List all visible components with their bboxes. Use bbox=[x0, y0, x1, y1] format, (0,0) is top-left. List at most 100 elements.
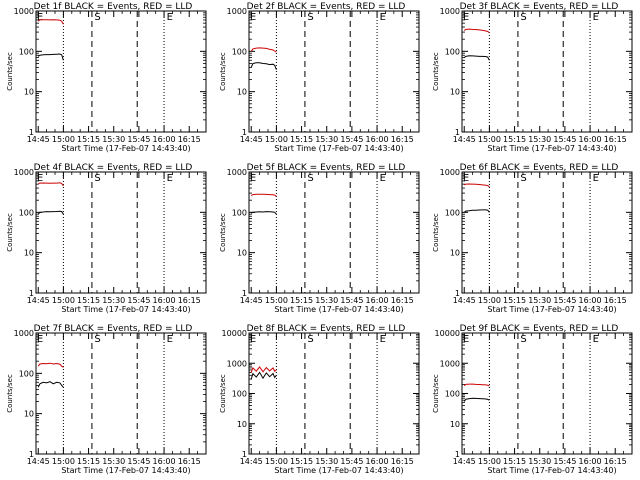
y-axis-label: Counts/sec bbox=[219, 52, 227, 91]
events-series-line bbox=[250, 62, 277, 70]
plot-title: Det 2f BLACK = Events, RED = LLD bbox=[247, 2, 406, 12]
x-axis-label: Start Time (17-Feb-07 14:43:40) bbox=[274, 305, 403, 314]
x-tick-label: 16:00 bbox=[366, 457, 389, 466]
y-tick-label: 100 bbox=[19, 47, 34, 56]
plot-frame bbox=[248, 332, 420, 455]
y-tick-label: 10 bbox=[450, 420, 460, 429]
y-tick-label: 1 bbox=[29, 289, 34, 298]
x-tick-label: 15:30 bbox=[315, 135, 338, 144]
time-marker-letter: E bbox=[250, 173, 256, 184]
time-marker-letter: S bbox=[307, 334, 313, 345]
x-tick-label: 14:45 bbox=[453, 135, 476, 144]
y-axis-label: Counts/sec bbox=[219, 374, 227, 413]
x-tick-label: 15:00 bbox=[52, 296, 75, 305]
time-marker-letter: E bbox=[380, 173, 386, 184]
y-tick-label: 10 bbox=[237, 88, 247, 97]
y-tick-label: 1 bbox=[455, 289, 460, 298]
y-tick-label: 1 bbox=[29, 450, 34, 459]
x-axis-label: Start Time (17-Feb-07 14:43:40) bbox=[487, 144, 616, 153]
x-tick-label: 15:45 bbox=[553, 457, 576, 466]
y-tick-label: 1 bbox=[29, 128, 34, 137]
plot-frame bbox=[461, 10, 633, 133]
y-tick-label: 10000 bbox=[435, 329, 460, 338]
x-tick-label: 16:15 bbox=[604, 457, 627, 466]
x-tick-label: 15:45 bbox=[340, 457, 363, 466]
events-series-line bbox=[250, 371, 277, 380]
x-tick-label: 15:15 bbox=[503, 296, 526, 305]
lld-series-line bbox=[250, 366, 277, 373]
x-tick-label: 15:00 bbox=[478, 135, 501, 144]
time-marker-letter: E bbox=[380, 12, 386, 23]
x-tick-label: 16:15 bbox=[178, 135, 201, 144]
x-tick-label: 15:00 bbox=[52, 135, 75, 144]
detector-plot-9: Det 9f BLACK = Events, RED = LLDCounts/s… bbox=[432, 324, 633, 475]
y-tick-label: 1 bbox=[242, 289, 247, 298]
x-axis-label: Start Time (17-Feb-07 14:43:40) bbox=[61, 144, 190, 153]
y-tick-label: 10000 bbox=[222, 329, 247, 338]
x-tick-label: 14:45 bbox=[27, 135, 50, 144]
events-series-line bbox=[463, 209, 490, 213]
lld-series-line bbox=[463, 28, 490, 34]
y-tick-label: 100 bbox=[445, 208, 460, 217]
x-tick-label: 16:00 bbox=[579, 135, 602, 144]
time-marker-letter: S bbox=[94, 334, 100, 345]
x-tick-label: 16:00 bbox=[366, 135, 389, 144]
x-tick-label: 15:00 bbox=[265, 457, 288, 466]
x-tick-label: 15:30 bbox=[102, 296, 125, 305]
y-tick-label: 1000 bbox=[440, 359, 460, 368]
plot-frame bbox=[35, 171, 207, 294]
x-axis-label: Start Time (17-Feb-07 14:43:40) bbox=[274, 144, 403, 153]
x-tick-label: 15:45 bbox=[553, 135, 576, 144]
plot-frame bbox=[248, 10, 420, 133]
time-marker-letter: S bbox=[520, 173, 526, 184]
x-tick-label: 15:45 bbox=[127, 296, 150, 305]
x-tick-label: 15:45 bbox=[553, 296, 576, 305]
x-tick-label: 16:15 bbox=[391, 135, 414, 144]
y-axis-label: Counts/sec bbox=[6, 374, 14, 413]
plot-title: Det 8f BLACK = Events, RED = LLD bbox=[247, 324, 406, 334]
x-tick-label: 15:15 bbox=[77, 296, 100, 305]
events-series-line bbox=[37, 210, 64, 215]
time-marker-letter: E bbox=[380, 334, 386, 345]
x-tick-label: 16:15 bbox=[391, 296, 414, 305]
time-marker-letter: E bbox=[593, 334, 599, 345]
x-tick-label: 16:00 bbox=[153, 457, 176, 466]
x-axis-label: Start Time (17-Feb-07 14:43:40) bbox=[61, 466, 190, 475]
x-tick-label: 16:15 bbox=[604, 296, 627, 305]
plot-frame bbox=[461, 332, 633, 455]
x-tick-label: 14:45 bbox=[453, 296, 476, 305]
y-tick-label: 10 bbox=[24, 249, 34, 258]
time-marker-letter: S bbox=[94, 173, 100, 184]
x-tick-label: 15:00 bbox=[478, 296, 501, 305]
time-marker-letter: S bbox=[520, 334, 526, 345]
plot-title: Det 5f BLACK = Events, RED = LLD bbox=[247, 163, 406, 173]
events-series-line bbox=[463, 397, 490, 402]
time-marker-letter: E bbox=[167, 173, 173, 184]
y-tick-label: 1 bbox=[242, 450, 247, 459]
x-tick-label: 16:00 bbox=[366, 296, 389, 305]
time-marker-letter: E bbox=[37, 334, 43, 345]
x-tick-label: 15:00 bbox=[265, 296, 288, 305]
y-tick-label: 1000 bbox=[227, 7, 247, 16]
y-tick-label: 10 bbox=[237, 420, 247, 429]
time-marker-letter: E bbox=[593, 12, 599, 23]
y-tick-label: 1000 bbox=[440, 168, 460, 177]
x-tick-label: 15:30 bbox=[528, 296, 551, 305]
x-tick-label: 16:15 bbox=[178, 457, 201, 466]
events-series-line bbox=[463, 55, 490, 61]
events-series-line bbox=[37, 53, 64, 61]
x-tick-label: 14:45 bbox=[27, 457, 50, 466]
detector-plot-5: Det 5f BLACK = Events, RED = LLDCounts/s… bbox=[219, 163, 420, 314]
x-tick-label: 15:45 bbox=[340, 296, 363, 305]
y-tick-label: 1 bbox=[455, 128, 460, 137]
time-marker-letter: E bbox=[463, 12, 469, 23]
y-tick-label: 1000 bbox=[14, 168, 34, 177]
y-tick-label: 10 bbox=[24, 410, 34, 419]
x-tick-label: 15:15 bbox=[503, 457, 526, 466]
x-tick-label: 15:30 bbox=[528, 135, 551, 144]
x-tick-label: 15:15 bbox=[290, 296, 313, 305]
time-marker-letter: E bbox=[167, 12, 173, 23]
plot-title: Det 7f BLACK = Events, RED = LLD bbox=[34, 324, 193, 334]
x-tick-label: 15:30 bbox=[315, 296, 338, 305]
y-tick-label: 1000 bbox=[227, 359, 247, 368]
